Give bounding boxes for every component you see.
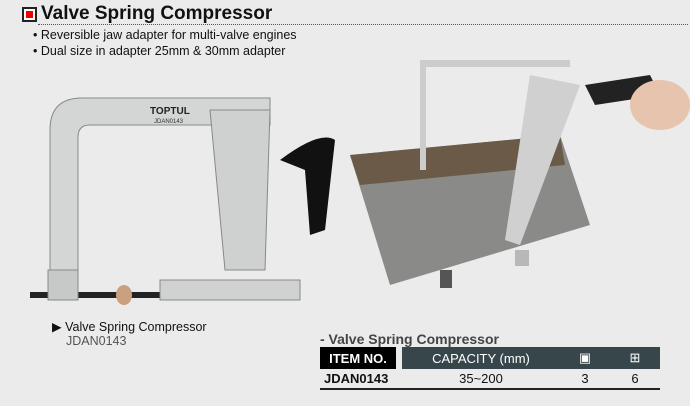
usage-photo	[350, 60, 690, 288]
col-capacity: CAPACITY (mm)	[402, 347, 560, 369]
carton-icon: ⊞	[610, 347, 660, 369]
tool-image: TOPTUL JDAN0143	[30, 97, 335, 305]
cell-inner-qty: 3	[560, 369, 610, 390]
bullet-text: Dual size in adapter 25mm & 30mm adapter	[40, 44, 286, 58]
product-code: JDAN0143	[66, 334, 127, 348]
cell-capacity: 35~200	[402, 369, 560, 390]
table-header: ITEM NO. CAPACITY (mm) ▣ ⊞	[320, 347, 660, 369]
logo-text: TOPTUL	[150, 106, 190, 117]
caption-text: Valve Spring Compressor	[65, 320, 207, 334]
cell-carton-qty: 6	[610, 369, 660, 390]
table-row: JDAN0143 35~200 3 6	[320, 369, 660, 390]
title-marker-icon	[22, 6, 37, 22]
col-item-no: ITEM NO.	[320, 347, 396, 369]
product-caption: ▶ Valve Spring Compressor	[52, 320, 207, 334]
title-text: Valve Spring Compressor	[41, 3, 273, 24]
page-title: Valve Spring Compressor	[22, 3, 272, 25]
cell-item-no: JDAN0143	[320, 369, 396, 390]
feature-bullet: • Dual size in adapter 25mm & 30mm adapt…	[33, 44, 286, 58]
inner-box-icon: ▣	[560, 347, 610, 369]
spec-table: ITEM NO. CAPACITY (mm) ▣ ⊞ JDAN0143 35~2…	[320, 347, 660, 390]
spec-title: - Valve Spring Compressor	[320, 331, 499, 347]
feature-bullet: • Reversible jaw adapter for multi-valve…	[33, 28, 297, 42]
engraving-text: JDAN0143	[154, 119, 184, 125]
divider	[38, 24, 688, 25]
bullet-text: Reversible jaw adapter for multi-valve e…	[40, 28, 297, 42]
